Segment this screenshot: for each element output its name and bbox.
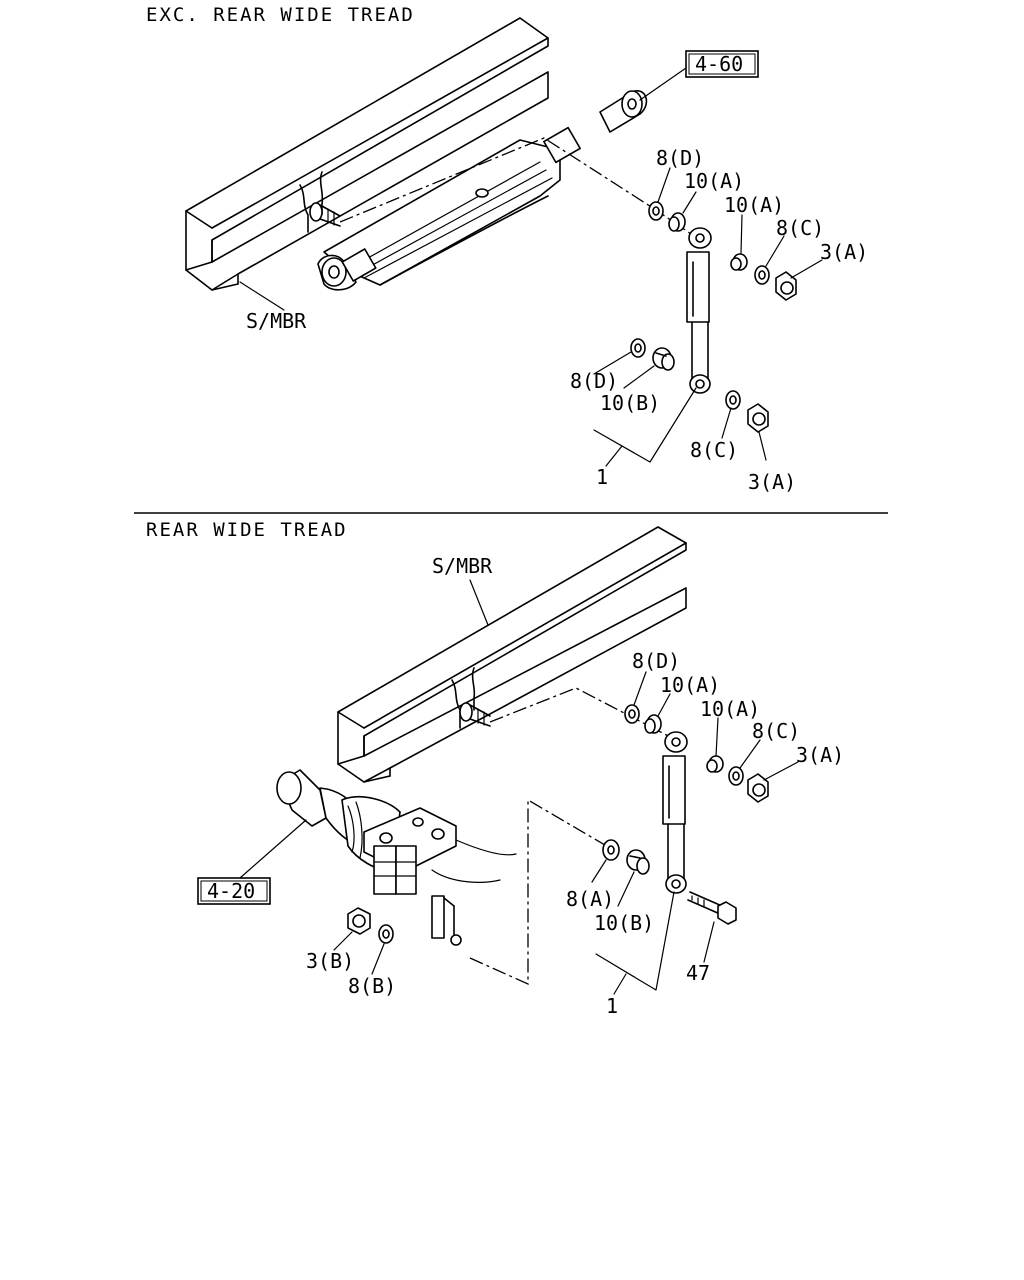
axle-bracket-bottom (276, 769, 517, 946)
label-10b-top: 10(B) (600, 391, 660, 415)
label-8c-upper-bottom: 8(C) (752, 719, 800, 743)
bush-10a-right-bottom (706, 755, 724, 773)
label-3a-lower-top: 3(A) (748, 470, 796, 494)
label-8b-bottom: 8(B) (348, 974, 396, 998)
ref-box-4-20: 4-20 (197, 819, 307, 905)
washer-8d-lower-top (630, 338, 646, 358)
label-10a-left-bottom: 10(A) (660, 673, 720, 697)
centerline-upper-bottom (489, 687, 677, 741)
bush-10a-left-bottom (644, 714, 662, 734)
upper-mount-pin-bottom (459, 702, 491, 727)
centerline-lower-bottom (469, 798, 611, 986)
section-title-top: EXC. REAR WIDE TREAD (146, 4, 415, 26)
upper-mount-pin-top (309, 202, 341, 227)
label-8a-bottom: 8(A) (566, 887, 614, 911)
leader-lines-bottom (333, 671, 799, 995)
washer-8b-bottom (378, 924, 394, 944)
label-8c-upper-top: 8(C) (776, 216, 824, 240)
label-3a-upper-bottom: 3(A) (796, 743, 844, 767)
bolt-47-bottom (687, 891, 737, 925)
bush-10b-top (652, 347, 675, 371)
label-3b-bottom: 3(B) (306, 949, 354, 973)
label-8d-upper-top: 8(D) (656, 146, 704, 170)
shock-absorber-bottom (662, 731, 688, 894)
bush-10a-left-top (668, 212, 686, 232)
washer-8c-upper-top (754, 265, 770, 285)
label-10a-right-top: 10(A) (724, 193, 784, 217)
nut-3a-upper-top (775, 271, 797, 301)
bush-10b-bottom (626, 849, 650, 875)
label-3a-upper-top: 3(A) (820, 240, 868, 264)
section-exc-rear-wide-tread: EXC. REAR WIDE TREAD (146, 4, 868, 494)
nut-3a-upper-bottom (747, 773, 769, 803)
washer-8c-upper-bottom (728, 766, 744, 786)
label-8d-lower-top: 8(D) (570, 369, 618, 393)
side-member-bottom (337, 526, 687, 783)
washer-8d-upper-bottom (624, 704, 640, 724)
ref-box-label-top: 4-60 (695, 52, 743, 76)
label-1-bottom: 1 (606, 994, 618, 1018)
label-10a-left-top: 10(A) (684, 169, 744, 193)
washer-8d-upper-top (648, 201, 664, 221)
member-label-top: S/MBR (246, 309, 307, 333)
ref-box-4-60: 4-60 (639, 50, 759, 101)
label-1-top: 1 (596, 465, 608, 489)
label-47-bottom: 47 (686, 961, 710, 985)
label-10b-bottom: 10(B) (594, 911, 654, 935)
side-member-top (185, 17, 549, 291)
member-label-bottom: S/MBR (432, 554, 493, 578)
nut-3b-bottom (347, 907, 371, 935)
leaf-spring-top (317, 90, 648, 291)
bush-10a-right-top (730, 253, 748, 271)
ref-box-label-bottom: 4-20 (207, 879, 255, 903)
label-8c-lower-top: 8(C) (690, 438, 738, 462)
section-title-bottom: REAR WIDE TREAD (146, 519, 348, 541)
section-rear-wide-tread: REAR WIDE TREAD S/MBR (146, 519, 844, 1018)
label-10a-right-bottom: 10(A) (700, 697, 760, 721)
washer-8a-bottom (602, 839, 620, 861)
leader-lines-top (593, 167, 823, 467)
shock-absorber-top (686, 227, 712, 394)
label-8d-upper-bottom: 8(D) (632, 649, 680, 673)
washer-8c-lower-top (725, 390, 741, 410)
nut-3a-lower-top (747, 403, 769, 433)
